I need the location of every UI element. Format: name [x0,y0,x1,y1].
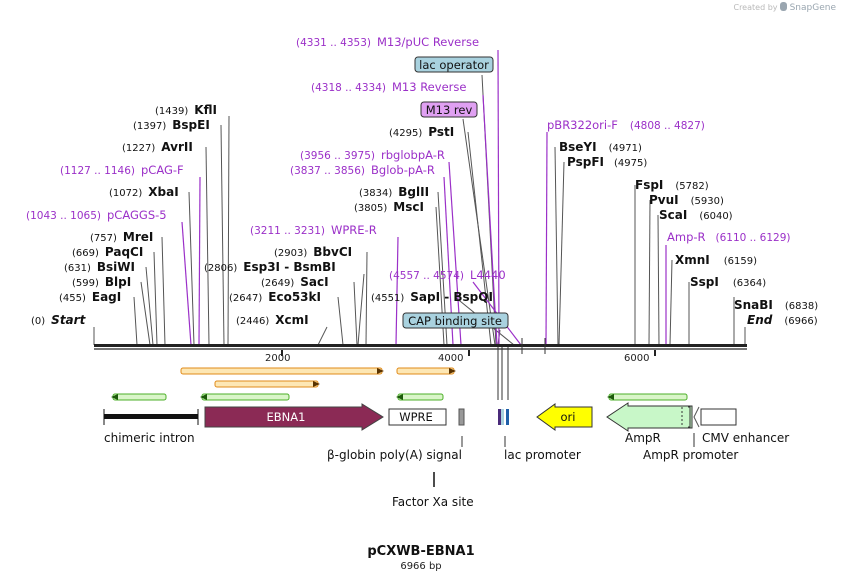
tick-label-4000: 4000 [438,353,463,364]
cap-binding-site-label: CAP binding site [408,314,502,328]
primer-arrow [396,393,444,401]
chimeric-intron-feature: chimeric intron [103,409,199,445]
tick-label-2000: 2000 [265,353,290,364]
ampr-feature: AmpR [606,402,693,445]
ampr-label: AmpR [625,431,661,445]
enzyme-site: (455)EagI [59,290,121,304]
factor-xa-label: Factor Xa site [392,495,474,509]
snapgene-logo-icon [780,2,788,11]
primer-leader-lines [181,49,667,346]
enzyme-site: (3805)MscI [354,200,424,214]
enzyme-site: SspI(6364) [690,275,766,289]
primer-site: (4318 .. 4334)M13 Reverse [311,80,466,94]
wpre-label: WPRE [399,410,433,424]
snapgene-credit: Created by SnapGene [733,2,836,13]
factor-xa-feature: Factor Xa site [392,472,474,509]
enzyme-site: ScaI(6040) [659,208,733,222]
orf-arrow [214,380,320,388]
cmv-enhancer-feature: CMV enhancer [700,408,789,445]
ebna1-feature: EBNA1 [204,403,384,431]
wpre-feature: WPRE [388,408,447,426]
primer-arrow [607,393,688,401]
tick-label-6000: 6000 [624,353,649,364]
enzyme-site: (1227)AvrII [122,140,193,154]
enzyme-site: (757)MreI [90,230,153,244]
enzyme-site: BseYI(4971) [559,140,642,154]
features: chimeric intron EBNA1 WPRE β-globin poly… [103,402,789,509]
orf-arrow [180,367,384,375]
enzyme-site: (4295)PstI [389,125,454,139]
boxed-feature-labels: lac operator M13 rev CAP binding site [402,56,509,329]
orf-arrow [396,367,456,375]
enzyme-site: (3834)BglII [359,185,429,199]
primer-labels: (4331 .. 4353)M13/pUC Reverse (4318 .. 4… [26,35,791,282]
primer-site: (1043 .. 1065)pCAGGS-5 [26,208,167,222]
primer-arrow [200,393,290,401]
enzyme-site: (2647)Eco53kI [229,290,321,304]
enzyme-site: (631)BsiWI [64,260,135,274]
cmv-enhancer-label: CMV enhancer [702,431,789,445]
ampr-promoter-feature: AmpR promoter [643,406,738,462]
m13-rev-label: M13 rev [426,103,473,117]
enzyme-site: (2903)BbvCI [274,245,352,259]
primer-site: (3956 .. 3975)rbglobpA-R [300,148,445,162]
primer-site: (3837 .. 3856)Bglob-pA-R [290,163,435,177]
enzyme-labels: (0)Start (455)EagI (599)BlpI (631)BsiWI … [31,103,818,327]
enzyme-site: PspFI(4975) [567,155,647,169]
enzyme-site: End(6966) [747,313,818,327]
lac-promoter-label: lac promoter [504,448,581,462]
enzyme-site: SnaBI(6838) [734,298,818,312]
plasmid-length: 6966 bp [400,561,442,572]
beta-globin-polya-feature: β-globin poly(A) signal [327,408,465,462]
enzyme-site: (0)Start [31,313,87,327]
primer-arrows [111,393,688,401]
primer-site: (4557 .. 4574)L4440 [389,268,506,282]
backbone: 2000 4000 6000 [94,344,747,364]
enzyme-site: FspI(5782) [635,178,709,192]
enzyme-site: (1439)KflI [155,103,217,117]
ebna1-label: EBNA1 [267,410,306,424]
orf-arrows [180,367,456,388]
primer-site: (1127 .. 1146)pCAG-F [60,163,184,177]
plasmid-name: pCXWB-EBNA1 [367,544,475,559]
enzyme-site: PvuI(5930) [649,193,724,207]
primer-site: Amp-R(6110 .. 6129) [667,230,791,244]
ori-feature: ori [536,403,593,431]
primer-site: (3211 .. 3231)WPRE-R [250,223,377,237]
credit-prefix: Created by [733,3,778,12]
enzyme-site: (1397)BspEI [133,118,210,132]
enzyme-site: (4551)SapI - BspQI [371,290,493,304]
enzyme-site: (2649)SacI [261,275,329,289]
ori-label: ori [561,410,576,424]
primer-arrow [111,393,167,401]
primer-site: (4331 .. 4353)M13/pUC Reverse [296,35,479,49]
beta-globin-label: β-globin poly(A) signal [327,448,462,462]
chimeric-intron-label: chimeric intron [104,431,195,445]
feature-ticks [497,338,546,400]
enzyme-site: XmnI(6159) [675,253,757,267]
enzyme-site: (2806)Esp3I - BsmBI [204,260,336,274]
enzyme-site: (669)PaqCI [72,245,143,259]
lac-region-feature: lac promoter [498,409,581,462]
enzyme-site: (1072)XbaI [109,185,179,199]
primer-site: pBR322ori-F(4808 .. 4827) [547,118,705,132]
enzyme-site: (2446)XcmI [236,313,309,327]
lac-operator-label: lac operator [419,58,489,72]
leader-lines [93,74,746,346]
ampr-promoter-label: AmpR promoter [643,448,738,462]
credit-brand: SnapGene [789,3,836,13]
enzyme-site: (599)BlpI [72,275,131,289]
